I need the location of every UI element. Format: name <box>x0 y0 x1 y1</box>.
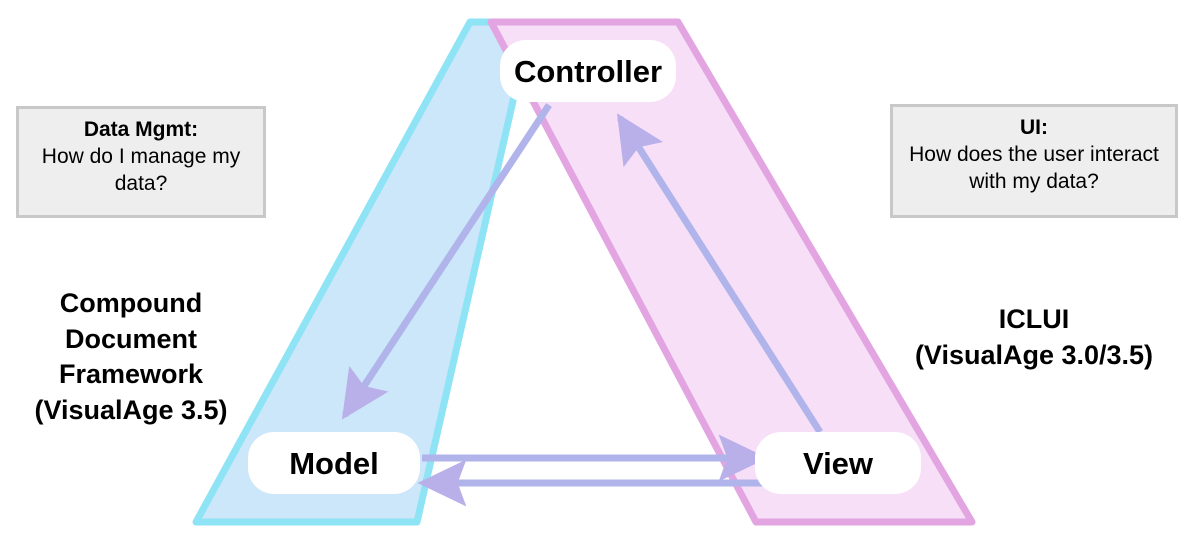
caption-iclui: ICLUI (VisualAge 3.0/3.5) <box>914 304 1154 370</box>
node-model[interactable]: Model <box>248 432 420 494</box>
callout-user-interface-title: UI: <box>1020 116 1048 139</box>
node-model-label: Model <box>289 445 379 481</box>
callout-data-management-body: How do I manage my data? <box>41 145 241 196</box>
callout-data-management-title: Data Mgmt: <box>83 118 199 141</box>
caption-compound-document-framework: Compound Document Framework (VisualAge 3… <box>34 288 228 425</box>
node-view[interactable]: View <box>755 432 921 494</box>
node-controller-label: Controller <box>513 53 663 89</box>
node-view-label: View <box>802 445 874 481</box>
callout-user-interface: UI: How does the user interact with my d… <box>890 104 1178 218</box>
arrow-controller-to-model <box>341 103 552 420</box>
node-controller[interactable]: Controller <box>500 40 676 102</box>
arrow-view-to-controller <box>616 113 823 434</box>
callout-data-management: Data Mgmt: How do I manage my data? <box>16 106 266 218</box>
callout-user-interface-body: How does the user interact with my data? <box>909 143 1159 194</box>
user-interface-region <box>487 18 976 526</box>
